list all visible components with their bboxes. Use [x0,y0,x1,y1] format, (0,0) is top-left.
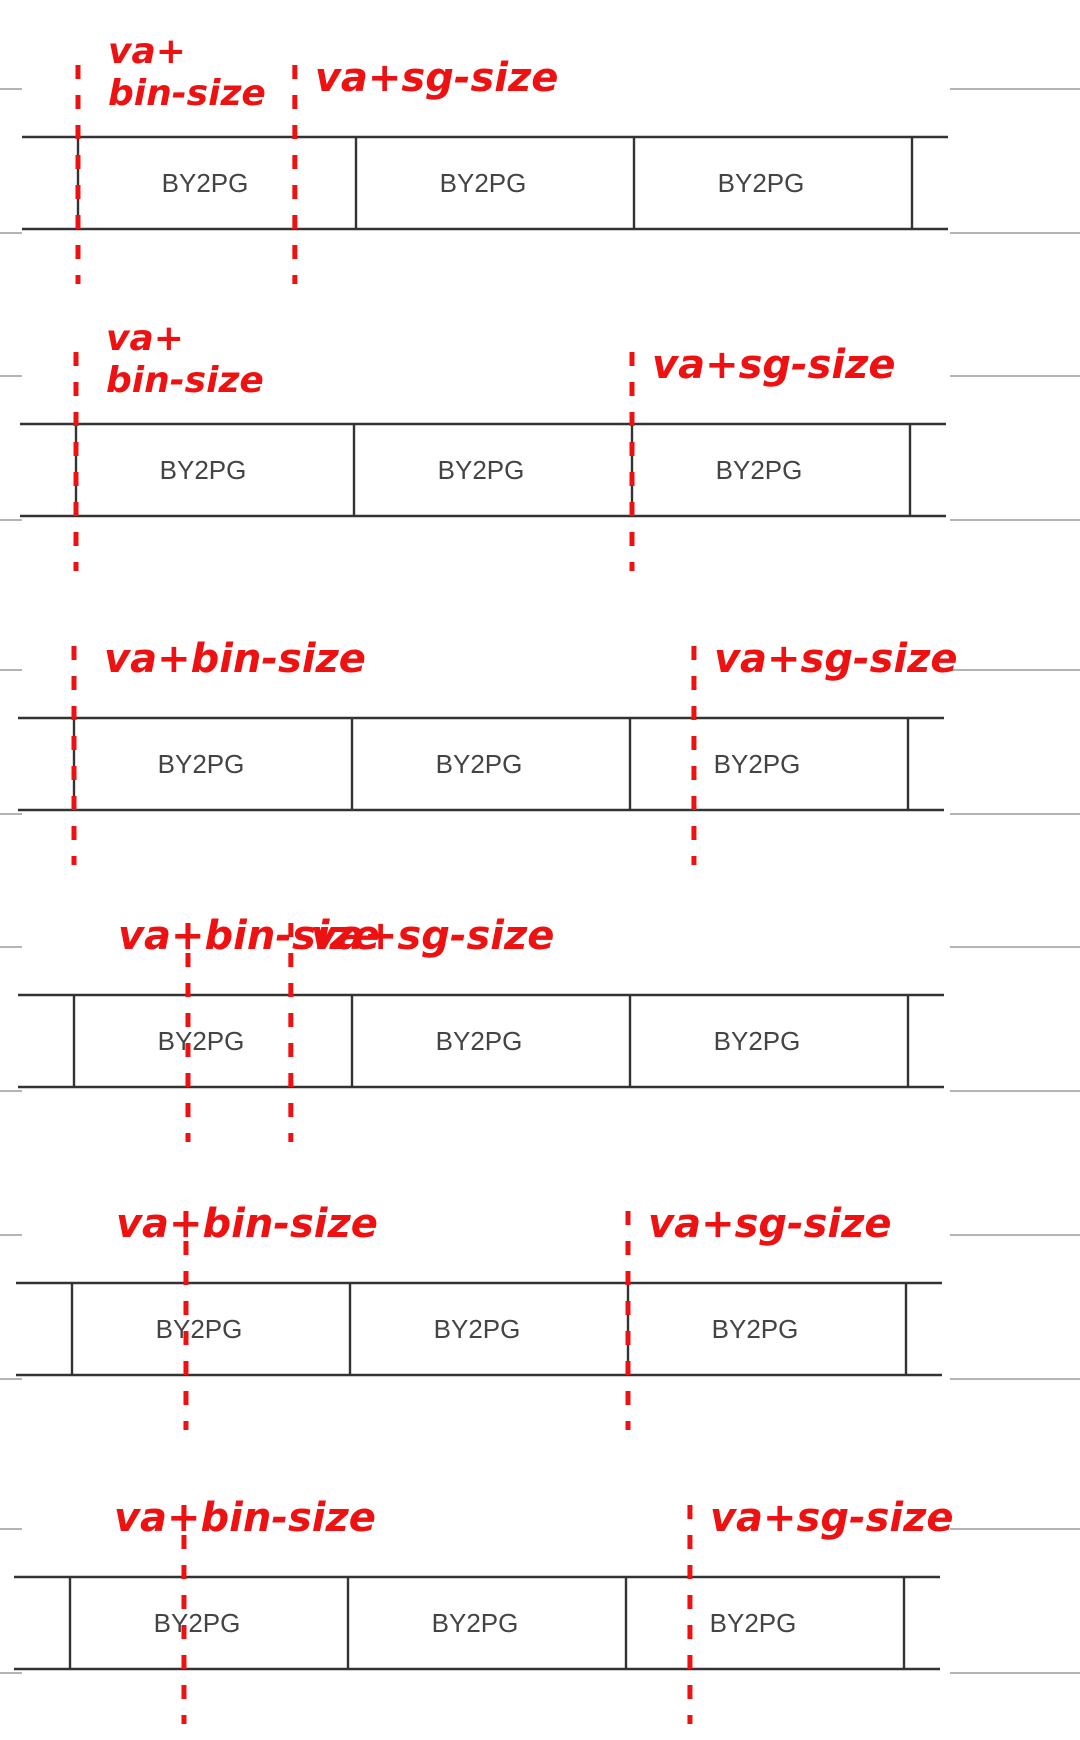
case-5: BY2PG BY2PG BY2PG va+bin-size va+sg-size [0,1201,1080,1430]
cell-label: BY2PG [718,168,805,198]
cell-label: BY2PG [436,749,523,779]
case-2: BY2PG BY2PG BY2PG va+bin-size va+sg-size [0,318,1080,571]
cell-label: BY2PG [714,1026,801,1056]
marker-bin-label: va+bin-size [118,913,380,959]
marker-sg-label: va+sg-size [311,913,555,959]
cell-label: BY2PG [158,1026,245,1056]
marker-sg-label: va+sg-size [714,636,958,682]
case-1: BY2PG BY2PG BY2PG va+bin-size va+sg-size [0,31,1080,284]
marker-sg-label: va+sg-size [315,55,559,101]
marker-sg-label: va+sg-size [648,1201,892,1247]
cell-label: BY2PG [712,1314,799,1344]
cell-label: BY2PG [714,749,801,779]
cell-label: BY2PG [438,455,525,485]
cell-label: BY2PG [160,455,247,485]
case-6: BY2PG BY2PG BY2PG va+bin-size va+sg-size [0,1495,1080,1724]
cell-label: BY2PG [158,749,245,779]
marker-bin-label: va+bin-size [104,636,366,682]
marker-sg-label: va+sg-size [710,1495,954,1541]
cell-label: BY2PG [434,1314,521,1344]
cell-label: BY2PG [716,455,803,485]
cell-label: BY2PG [162,168,249,198]
marker-bin-label: va+bin-size [106,318,264,401]
cell-label: BY2PG [156,1314,243,1344]
cell-label: BY2PG [436,1026,523,1056]
marker-bin-label: va+bin-size [116,1201,378,1247]
cell-label: BY2PG [440,168,527,198]
cell-label: BY2PG [154,1608,241,1638]
marker-sg-label: va+sg-size [652,342,896,388]
marker-bin-label: va+bin-size [108,31,266,114]
cell-label: BY2PG [710,1608,797,1638]
marker-bin-label: va+bin-size [114,1495,376,1541]
case-3: BY2PG BY2PG BY2PG va+bin-size va+sg-size [0,636,1080,865]
cell-label: BY2PG [432,1608,519,1638]
